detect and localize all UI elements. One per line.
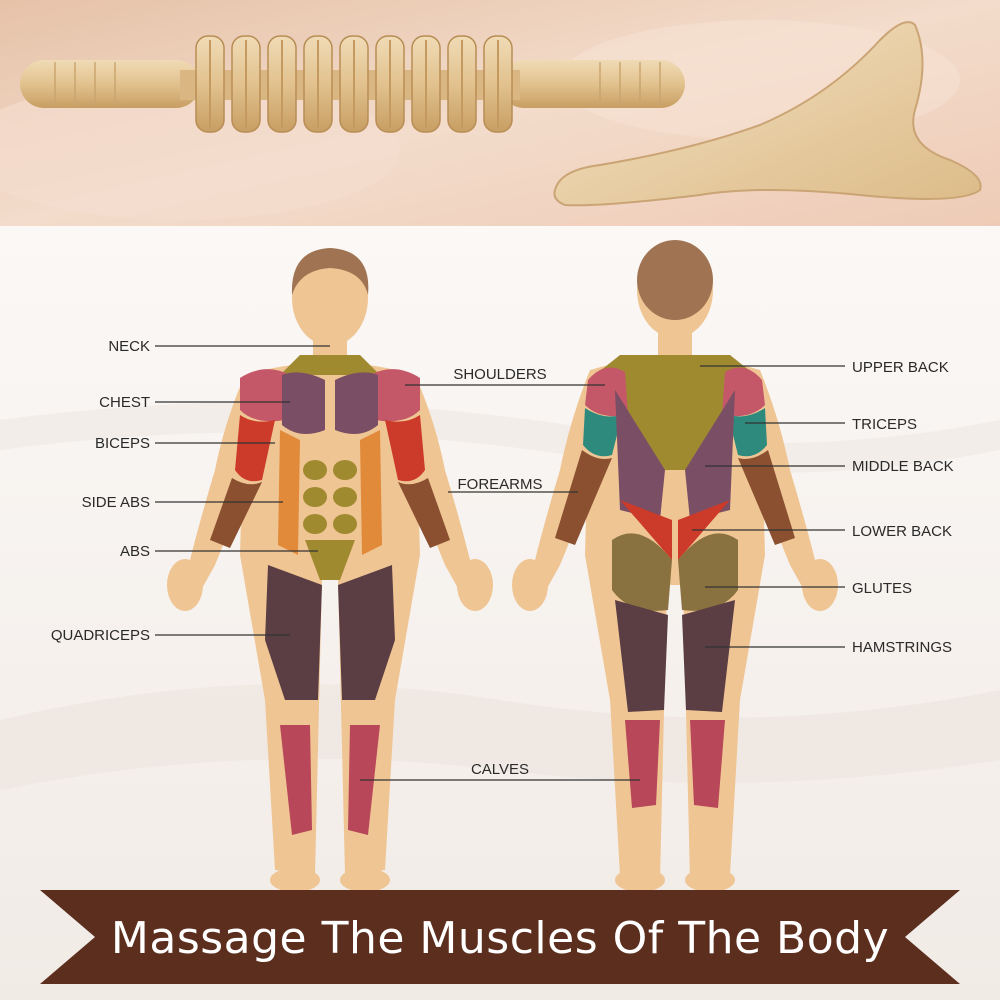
label-chest: CHEST — [99, 394, 150, 411]
middle-labels — [360, 384, 640, 781]
label-glutes: GLUTES — [852, 580, 912, 597]
label-hamstrings: HAMSTRINGS — [852, 639, 952, 656]
banner-title: Massage The Muscles Of The Body — [111, 913, 889, 964]
label-biceps: BICEPS — [95, 435, 150, 452]
wooden-roller-image — [20, 35, 685, 133]
back-labels — [692, 365, 845, 648]
label-forearms: FOREARMS — [457, 476, 542, 493]
title-banner: Massage The Muscles Of The Body — [40, 890, 960, 984]
label-neck: NECK — [108, 338, 150, 355]
label-side-abs: SIDE ABS — [82, 494, 150, 511]
label-quadriceps: QUADRICEPS — [51, 627, 150, 644]
label-upper-back: UPPER BACK — [852, 359, 949, 376]
label-calves: CALVES — [471, 761, 529, 778]
front-labels — [155, 345, 330, 636]
label-lower-back: LOWER BACK — [852, 523, 952, 540]
label-shoulders: SHOULDERS — [453, 366, 546, 383]
back-body-figure — [512, 240, 838, 892]
fabric-background — [0, 226, 1000, 1000]
label-triceps: TRICEPS — [852, 416, 917, 433]
label-abs: ABS — [120, 543, 150, 560]
wooden-board-image — [553, 21, 982, 207]
label-middle-back: MIDDLE BACK — [852, 458, 954, 475]
front-body-figure — [167, 248, 493, 892]
